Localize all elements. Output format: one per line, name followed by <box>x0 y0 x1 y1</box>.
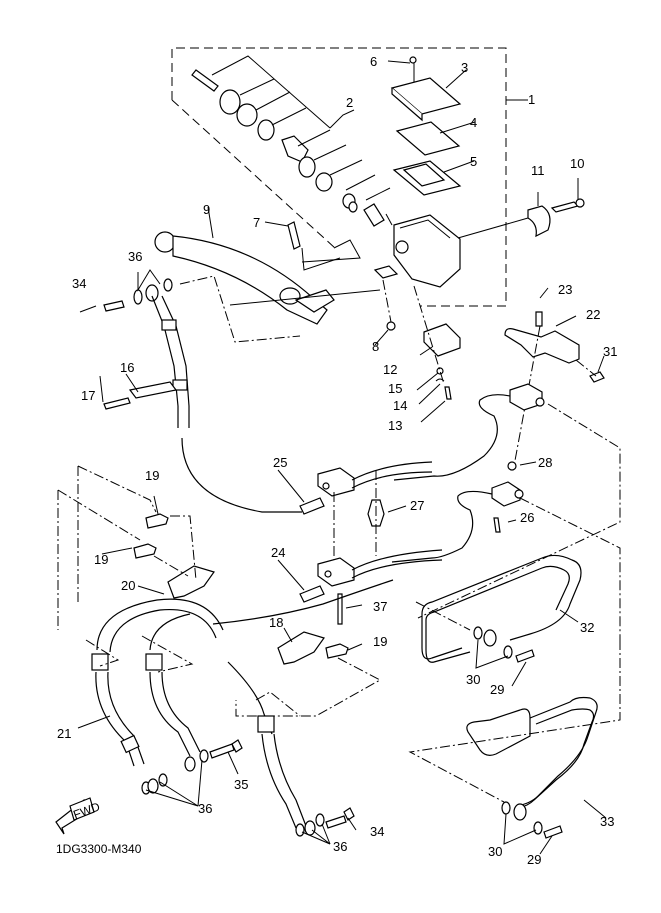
callout-34b: 34 <box>370 824 384 839</box>
callout-10: 10 <box>570 156 584 171</box>
reservoir-cap-parts <box>385 56 529 288</box>
callout-22: 22 <box>586 307 600 322</box>
callout-36a: 36 <box>128 249 142 264</box>
callout-30a: 30 <box>466 672 480 687</box>
callout-34a: 34 <box>72 276 86 291</box>
callout-18: 18 <box>269 615 283 630</box>
drawing-code: 1DG3300-M340 <box>56 842 142 856</box>
callout-37: 37 <box>373 599 387 614</box>
callout-19b: 19 <box>94 552 108 567</box>
callout-15: 15 <box>388 381 402 396</box>
stays-and-clips <box>57 465 394 717</box>
assembly-boundary <box>171 47 528 307</box>
piston-kit-parts <box>191 55 391 227</box>
callout-25: 25 <box>273 455 287 470</box>
callout-8: 8 <box>372 339 379 354</box>
callout-24: 24 <box>271 545 285 560</box>
callout-26: 26 <box>520 510 534 525</box>
callout-29b: 29 <box>527 852 541 867</box>
callout-6: 6 <box>370 54 377 69</box>
callout-3: 3 <box>461 60 468 75</box>
callout-5: 5 <box>470 154 477 169</box>
forward-arrow-icon: FWD <box>55 797 102 835</box>
brake-switch-parts <box>413 285 461 423</box>
brake-joints <box>391 383 621 640</box>
callout-labels: 1 2 3 4 5 6 7 8 9 10 11 12 13 14 15 16 1… <box>57 54 617 867</box>
callout-12: 12 <box>383 362 397 377</box>
callout-1: 1 <box>528 92 535 107</box>
callout-27: 27 <box>410 498 424 513</box>
callout-23: 23 <box>558 282 572 297</box>
callout-32: 32 <box>580 620 594 635</box>
callout-16: 16 <box>120 360 134 375</box>
callout-20: 20 <box>121 578 135 593</box>
joint-bracket-parts <box>504 287 605 467</box>
connector-lines <box>229 239 381 306</box>
three-way-joints <box>277 461 443 625</box>
callout-19a: 19 <box>145 468 159 483</box>
brake-lever <box>154 206 399 346</box>
callout-19c: 19 <box>373 634 387 649</box>
callout-35: 35 <box>234 777 248 792</box>
callout-14: 14 <box>393 398 407 413</box>
callout-7: 7 <box>253 215 260 230</box>
callout-31: 31 <box>603 344 617 359</box>
callout-21: 21 <box>57 726 71 741</box>
callout-36c: 36 <box>333 839 347 854</box>
fwd-label: FWD <box>71 799 102 822</box>
callout-4: 4 <box>470 115 477 130</box>
callout-28: 28 <box>538 455 552 470</box>
holder-and-bolt <box>527 178 585 238</box>
callout-36b: 36 <box>198 801 212 816</box>
callout-11: 11 <box>531 163 545 178</box>
brake-pipes <box>408 554 621 855</box>
callout-9: 9 <box>203 202 210 217</box>
callout-33: 33 <box>600 814 614 829</box>
callout-13: 13 <box>388 418 402 433</box>
callout-17: 17 <box>81 388 95 403</box>
lower-hose-assembly <box>77 598 357 845</box>
callout-29a: 29 <box>490 682 504 697</box>
callout-2: 2 <box>346 95 353 110</box>
callout-30b: 30 <box>488 844 502 859</box>
upper-hose-assembly <box>79 269 302 513</box>
